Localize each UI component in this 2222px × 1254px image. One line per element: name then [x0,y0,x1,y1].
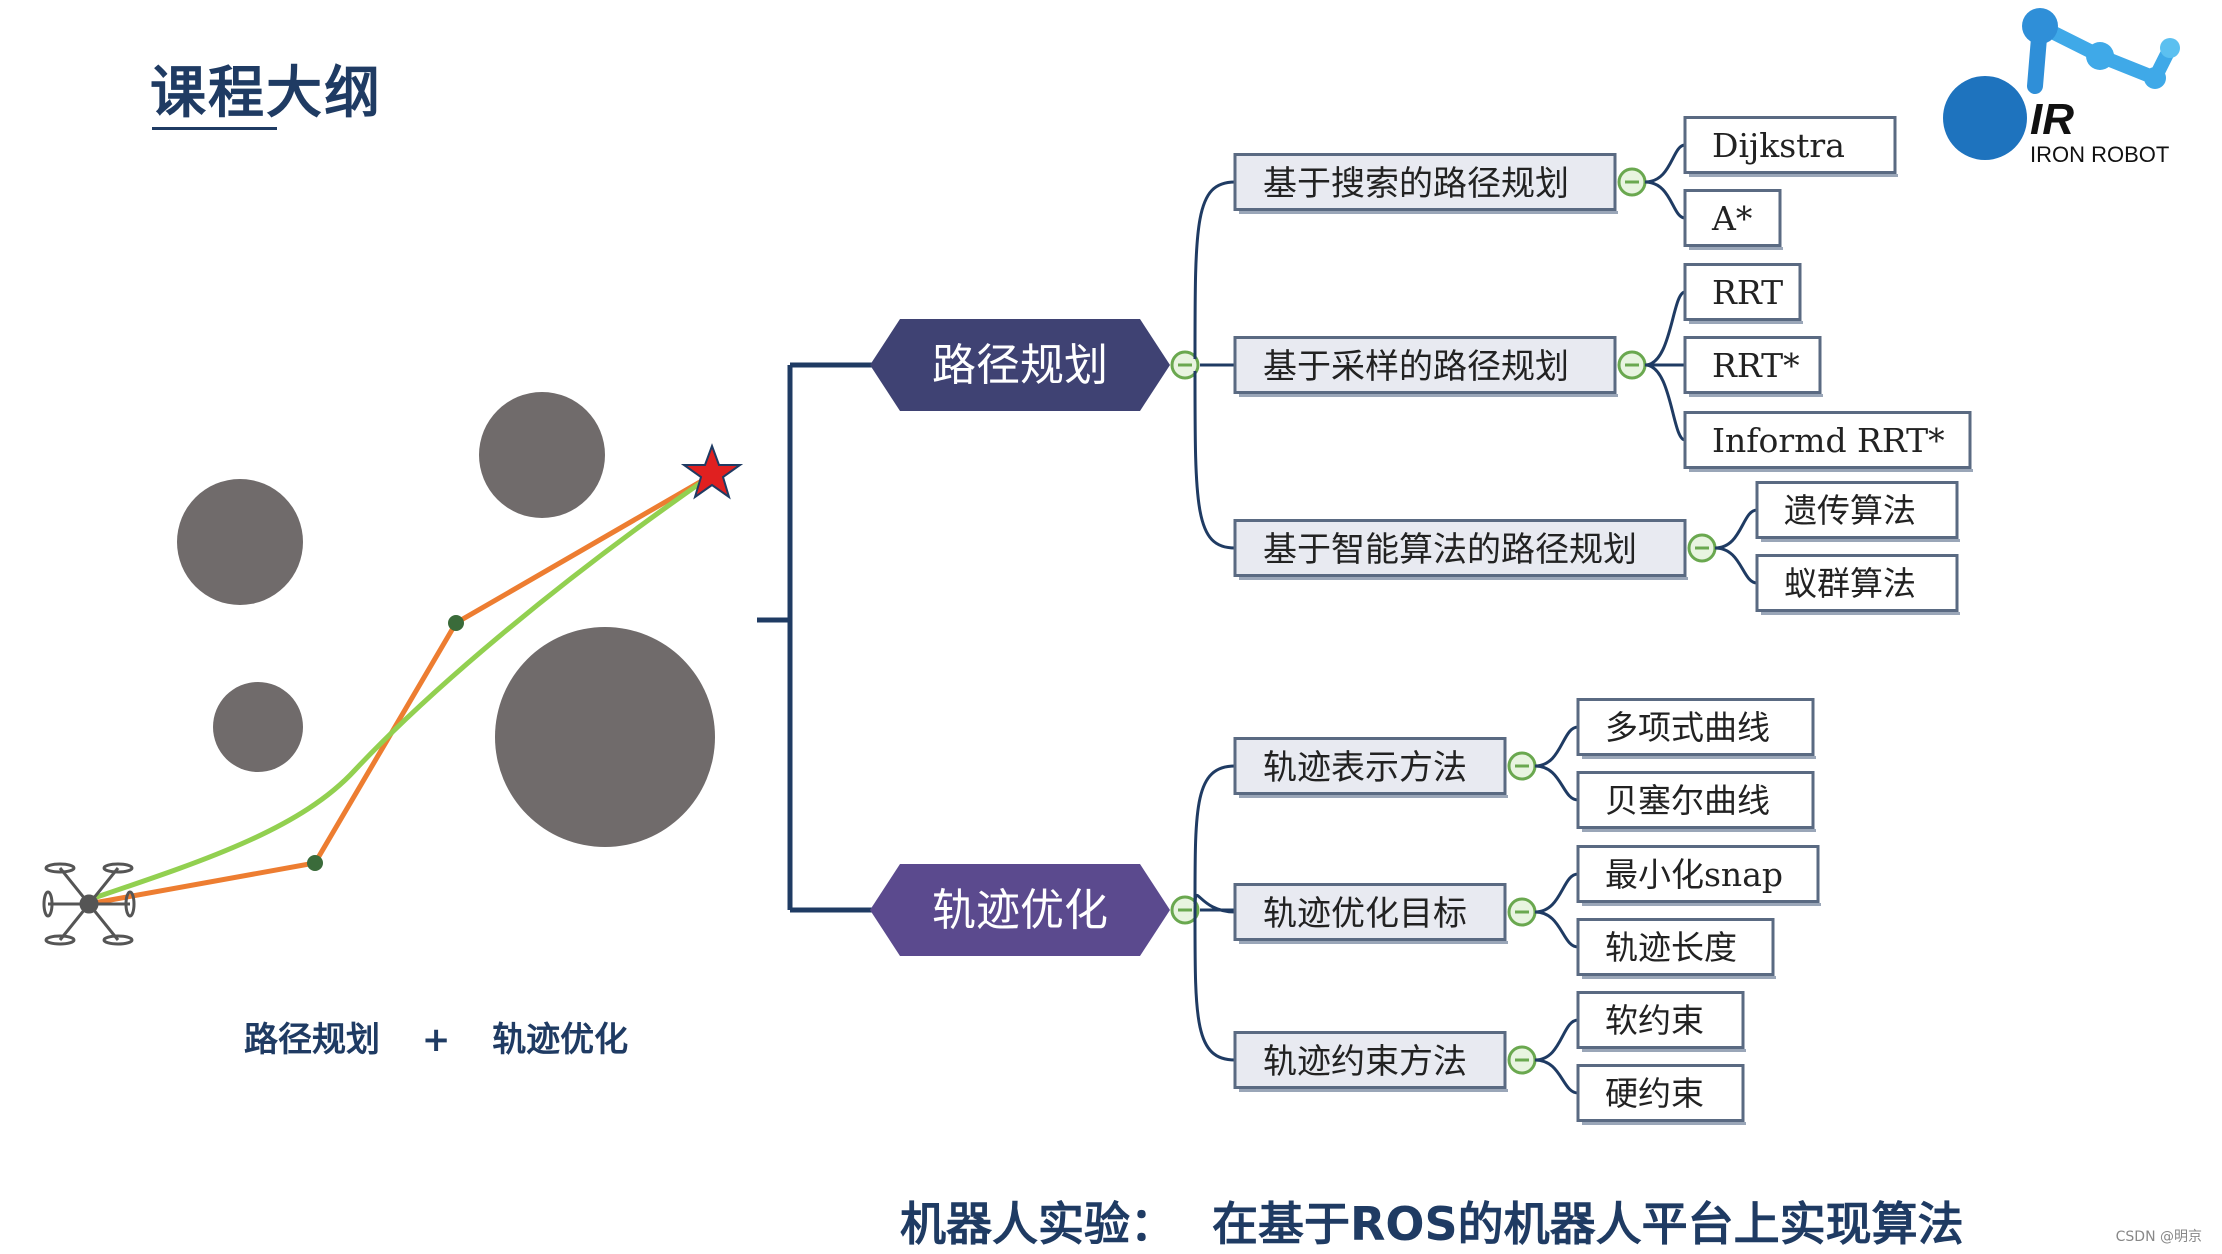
footer-prefix: 机器人实验： [900,1197,1176,1251]
raw-path [87,472,714,907]
category-node-1 [870,864,1170,956]
leaf-node [1576,1064,1745,1122]
leaf-node [1576,771,1815,829]
group-label: 轨迹约束方法 [1263,1042,1467,1082]
group-label: 基于智能算法的路径规划 [1263,530,1637,570]
logo-name: IRON ROBOT [2030,142,2169,167]
group-node [1233,1031,1507,1089]
category-label: 路径规划 [932,340,1108,391]
group-label: 轨迹表示方法 [1263,748,1467,788]
footer-note: 机器人实验： 在基于ROS的机器人平台上实现算法 [900,1188,1964,1254]
leaf-node [1683,336,1822,394]
leaf-label: 最小化snap [1605,855,1783,894]
leaf-node [1683,116,1897,174]
leaf-label: A* [1711,199,1752,238]
category-node-0 [870,319,1170,411]
leaf-label: 遗传算法 [1784,491,1916,530]
leaf-node [1576,845,1820,903]
goal-star-icon [680,443,744,500]
obstacle-2 [479,392,605,518]
waypoint-1 [307,855,323,871]
leaf-node [1576,698,1815,756]
group-label: 基于采样的路径规划 [1263,347,1569,387]
group-label: 轨迹优化目标 [1263,894,1467,934]
footer-text: 在基于ROS的机器人平台上实现算法 [1212,1197,1964,1251]
caption-path-planning: 路径规划 [244,1020,380,1060]
caption-trajectory-optimization: 轨迹优化 [492,1020,629,1060]
slide-title: 课程大纲 [150,61,382,126]
leaf-node [1683,189,1782,247]
group-node [1233,336,1617,394]
leaf-label: RRT* [1712,346,1800,385]
leaf-label: 贝塞尔曲线 [1605,781,1770,820]
leaf-node [1683,263,1802,321]
leaf-node [1755,481,1959,539]
leaf-label: 轨迹长度 [1605,928,1737,967]
iron-robot-logo: IR IRON ROBOT [1943,8,2180,167]
caption-plus: + [421,1020,451,1060]
obstacle-1 [177,479,303,605]
leaf-node [1576,918,1775,976]
leaf-node [1576,991,1745,1049]
drone-icon [42,862,136,946]
title-underline [152,127,277,130]
leaf-node [1683,411,1972,469]
obstacle-3 [213,682,303,772]
group-node [1233,519,1687,577]
group-node [1233,153,1617,211]
logo-mark: IR [2030,95,2074,144]
category-label: 轨迹优化 [932,885,1108,936]
watermark: CSDN @明京 [2115,1229,2202,1245]
leaf-label: 蚁群算法 [1784,564,1916,603]
leaf-label: 硬约束 [1605,1074,1704,1113]
leaf-label: 多项式曲线 [1605,708,1770,747]
leaf-label: Dijkstra [1712,126,1845,165]
group-node [1233,883,1507,941]
leaf-label: 软约束 [1605,1001,1704,1040]
group-label: 基于搜索的路径规划 [1263,164,1569,204]
leaf-label: Informd RRT* [1712,421,1945,460]
optimized-trajectory [87,472,714,903]
obstacle-4 [495,627,715,847]
leaf-node [1755,554,1959,612]
waypoint-2 [448,615,464,631]
leaf-label: RRT [1712,273,1783,312]
group-node [1233,737,1507,795]
diagram-caption: 路径规划 + 轨迹优化 [244,1012,628,1061]
